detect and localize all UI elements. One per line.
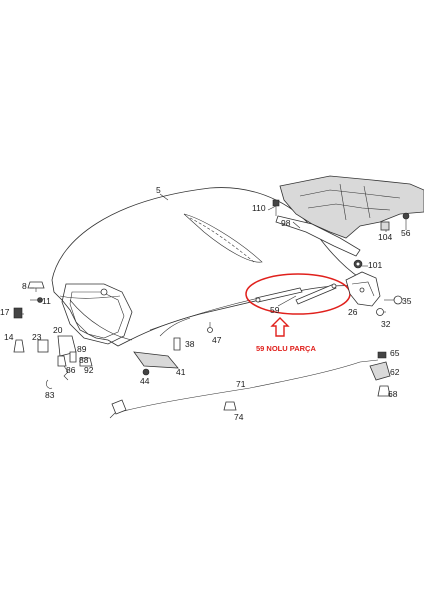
grommet-44	[142, 368, 150, 376]
label-32: 32	[381, 319, 391, 329]
label-104: 104	[378, 232, 392, 242]
label-8: 8	[22, 281, 27, 291]
release-cable-71	[109, 359, 379, 419]
label-23: 23	[32, 332, 42, 342]
clip-38	[173, 337, 181, 351]
bolt-35	[384, 295, 403, 305]
insulation-panel	[279, 175, 424, 239]
hinge-rail	[275, 215, 361, 257]
label-5: 5	[156, 185, 161, 195]
rubber-17	[13, 307, 23, 319]
leader-lines	[22, 193, 407, 315]
label-62: 62	[390, 367, 400, 377]
bracket-92	[79, 357, 93, 367]
clip-104	[380, 221, 390, 231]
hinge-26	[345, 271, 381, 307]
strip-41	[133, 351, 179, 369]
label-38: 38	[185, 339, 195, 349]
label-98: 98	[281, 218, 291, 228]
highlight-arrow-icon	[270, 317, 290, 337]
washer-101	[353, 259, 363, 269]
lever-88	[57, 355, 67, 367]
label-14: 14	[4, 332, 14, 342]
label-74: 74	[234, 412, 244, 422]
label-35: 35	[402, 296, 412, 306]
label-68: 68	[388, 389, 398, 399]
label-26: 26	[348, 307, 358, 317]
label-88: 88	[79, 355, 89, 365]
latch-23	[37, 339, 49, 353]
label-47: 47	[212, 335, 222, 345]
hook-89	[69, 351, 77, 363]
label-92: 92	[84, 365, 94, 375]
label-86: 86	[66, 365, 76, 375]
label-110: 110	[252, 203, 266, 213]
end-piece-83	[111, 399, 127, 415]
clip-65	[377, 351, 387, 359]
label-44: 44	[140, 376, 150, 386]
label-59: 59	[270, 305, 280, 315]
screw-56	[402, 212, 410, 228]
cable-83	[46, 379, 53, 389]
label-56: 56	[401, 228, 411, 238]
bolt-110	[272, 199, 280, 216]
clip-74	[223, 401, 237, 411]
hood-frame	[61, 283, 133, 345]
part-labels: 5 110 98 104 56 101 8 11 17 14 23 20 89 …	[0, 185, 412, 422]
label-71: 71	[236, 379, 246, 389]
screw-11	[30, 297, 43, 303]
label-41: 41	[176, 367, 186, 377]
spring-86	[63, 365, 69, 381]
bolt-32	[376, 308, 384, 316]
label-17: 17	[0, 307, 10, 317]
bolt-68	[377, 385, 391, 397]
label-20: 20	[53, 325, 63, 335]
label-65: 65	[390, 348, 400, 358]
gas-strut-59	[255, 283, 337, 305]
label-83: 83	[45, 390, 55, 400]
pin-47	[207, 322, 213, 333]
label-101: 101	[368, 260, 382, 270]
label-89: 89	[77, 344, 87, 354]
annotation-text: 59 NOLU PARÇA	[256, 344, 316, 353]
clip-14	[13, 339, 25, 353]
label-11: 11	[42, 296, 51, 306]
handle-62	[369, 361, 391, 381]
cap-8	[27, 281, 45, 292]
